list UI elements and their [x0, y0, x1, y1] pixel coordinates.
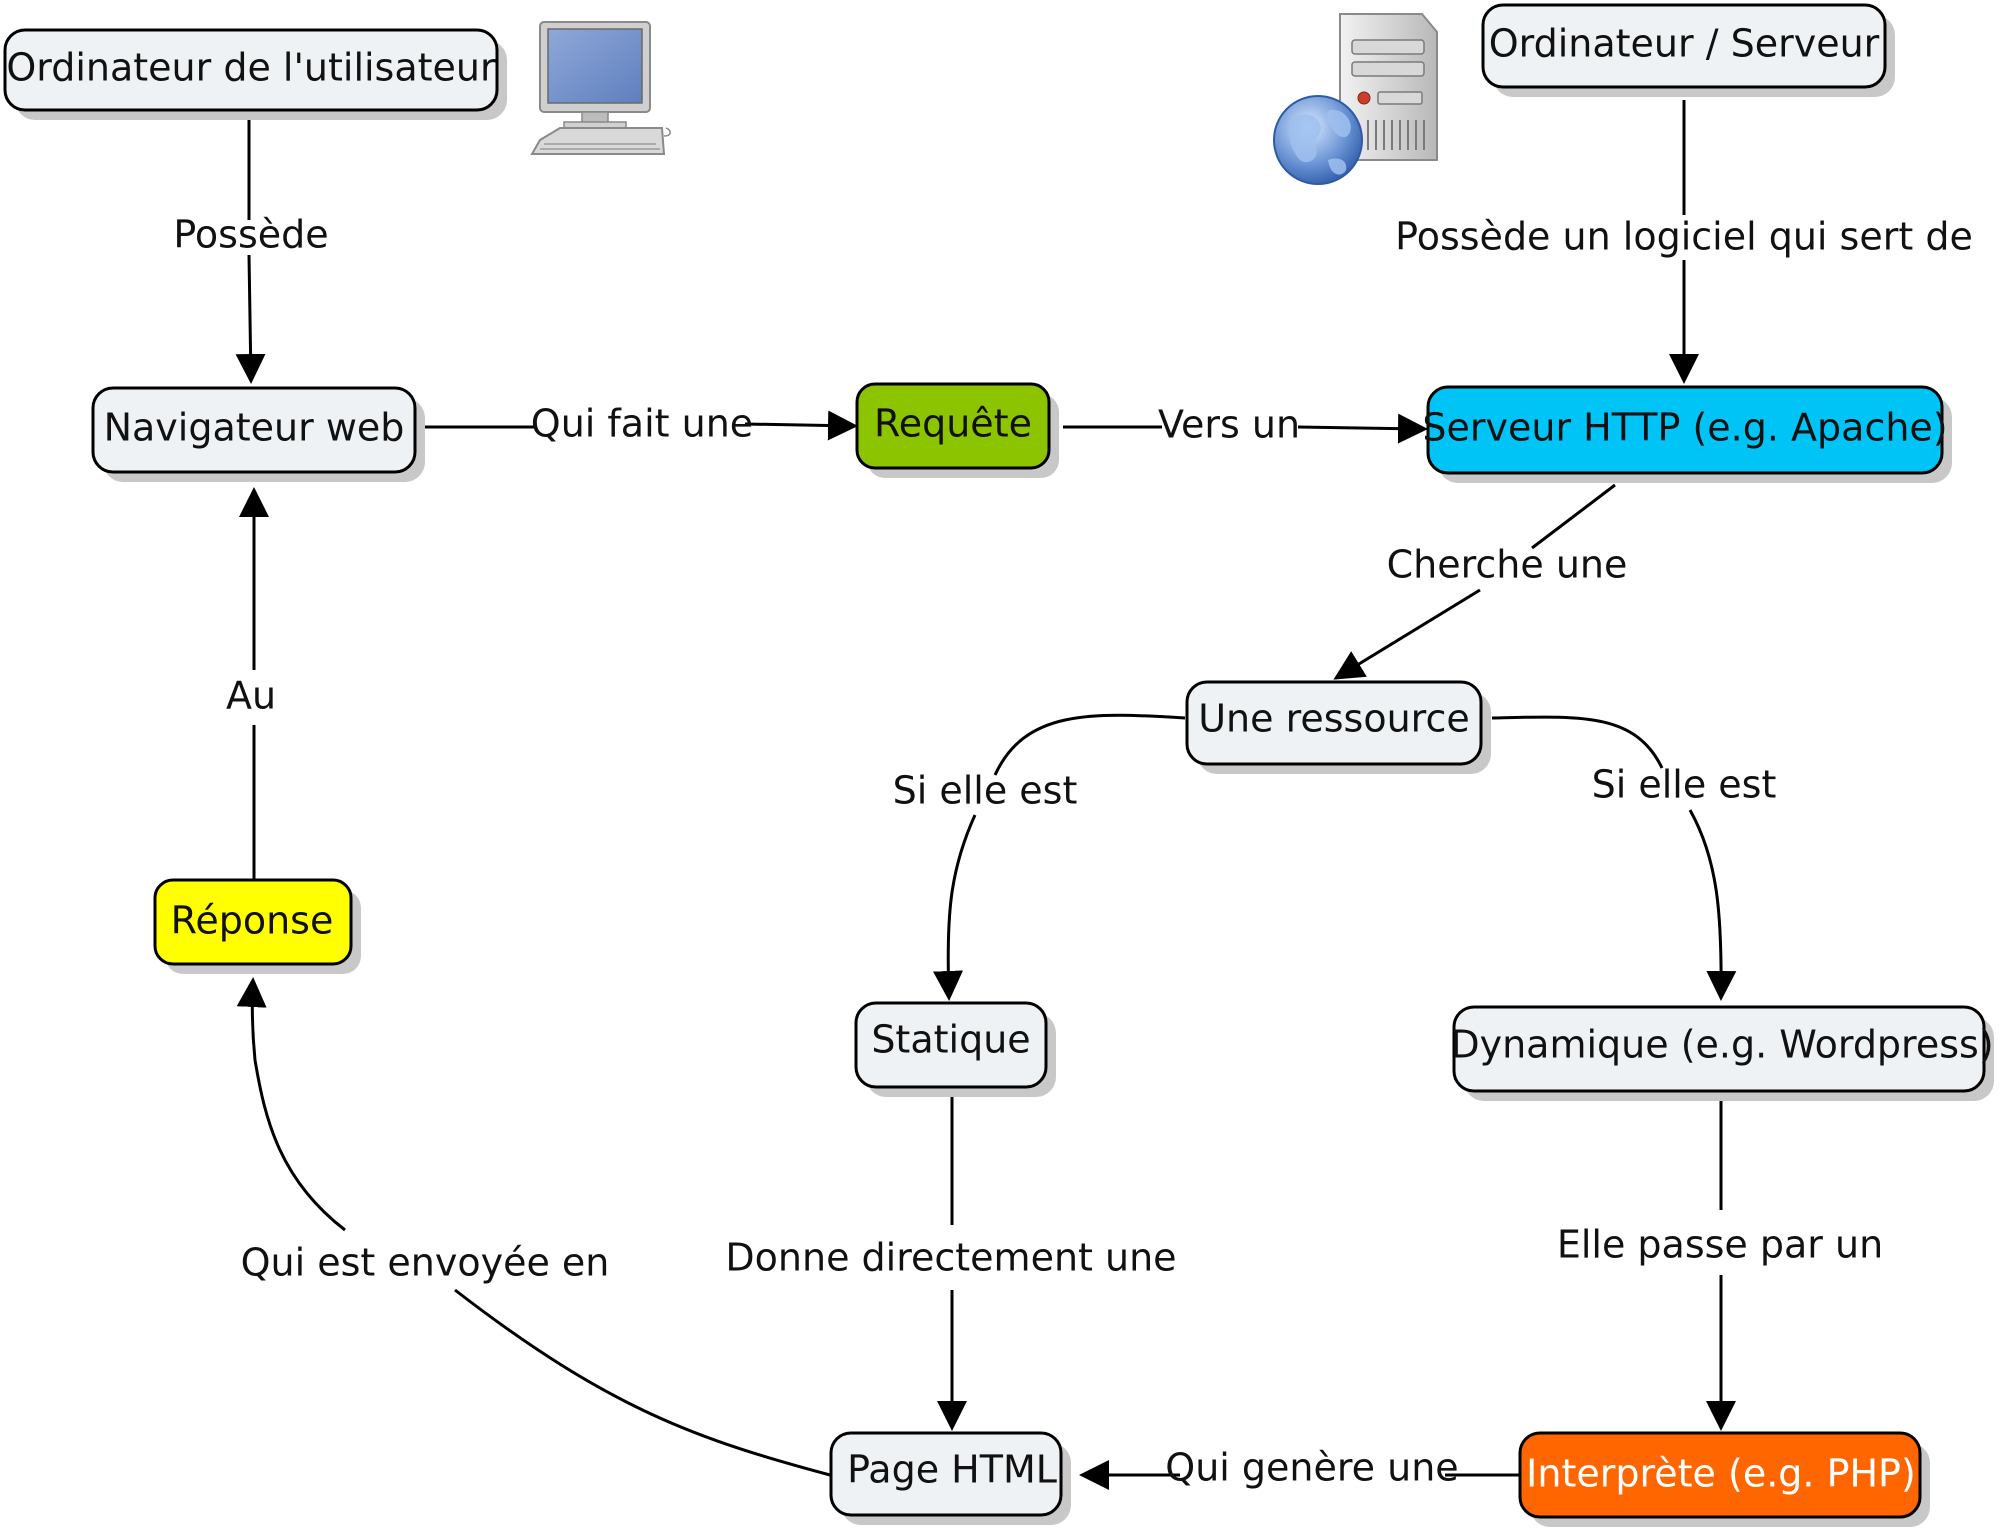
label-cherche-une: Cherche une: [1387, 543, 1628, 587]
node-html-page-label: Page HTML: [847, 1448, 1057, 1492]
label-qui-fait-une: Qui fait une: [531, 402, 753, 446]
edge-possede: [249, 120, 251, 381]
node-user-computer-label: Ordinateur de l'utilisateur: [6, 46, 496, 90]
node-static-label: Statique: [871, 1018, 1030, 1062]
edge-cherche-une: [1336, 483, 1616, 678]
node-resource: Une ressource: [1185, 680, 1491, 774]
desktop-computer-icon: [530, 21, 671, 155]
node-response: Réponse: [153, 878, 361, 974]
node-http-server: Serveur HTTP (e.g. Apache): [1422, 385, 1952, 483]
edges: [249, 100, 1721, 1475]
node-server-computer: Ordinateur / Serveur: [1481, 3, 1895, 97]
node-user-computer: Ordinateur de l'utilisateur: [3, 28, 507, 120]
label-qui-genere: Qui genère une: [1165, 1446, 1458, 1490]
node-browser: Navigateur web: [91, 386, 425, 482]
label-donne-directement: Donne directement une: [725, 1236, 1176, 1280]
node-dynamic-label: Dynamique (e.g. Wordpress): [1450, 1023, 1993, 1067]
node-request-label: Requête: [874, 402, 1032, 446]
node-http-server-label: Serveur HTTP (e.g. Apache): [1422, 406, 1947, 450]
label-au: Au: [226, 674, 276, 718]
label-vers-un: Vers un: [1158, 403, 1300, 447]
web-server-icon: [1273, 13, 1438, 185]
node-response-label: Réponse: [171, 899, 334, 943]
node-interpreter-label: Interprète (e.g. PHP): [1526, 1452, 1916, 1496]
node-server-computer-label: Ordinateur / Serveur: [1489, 22, 1880, 66]
node-dynamic: Dynamique (e.g. Wordpress): [1450, 1005, 1994, 1101]
node-interpreter: Interprète (e.g. PHP): [1518, 1431, 1930, 1527]
label-possede-logiciel: Possède un logiciel qui sert de: [1395, 215, 1973, 259]
edge-vers-un: [1063, 427, 1425, 429]
node-static: Statique: [854, 1001, 1056, 1097]
edge-qui-fait-une: [425, 424, 855, 427]
edge-labels: Possède Possède un logiciel qui sert de …: [173, 213, 1972, 1490]
label-qui-est-envoyee: Qui est envoyée en: [241, 1241, 610, 1285]
node-html-page: Page HTML: [829, 1431, 1071, 1525]
label-si-elle-est-left: Si elle est: [893, 769, 1078, 813]
label-possede: Possède: [173, 213, 328, 257]
edge-si-elle-est-right: [1491, 715, 1721, 998]
node-resource-label: Une ressource: [1198, 697, 1470, 741]
label-si-elle-est-right: Si elle est: [1592, 763, 1777, 807]
node-browser-label: Navigateur web: [104, 406, 405, 450]
nodes: Ordinateur de l'utilisateur Ordinateur /…: [3, 3, 1994, 1527]
edge-qui-est-envoyee: [252, 980, 831, 1477]
edge-si-elle-est-left: [948, 713, 1186, 998]
label-elle-passe-par: Elle passe par un: [1557, 1223, 1883, 1267]
node-request: Requête: [855, 382, 1059, 478]
